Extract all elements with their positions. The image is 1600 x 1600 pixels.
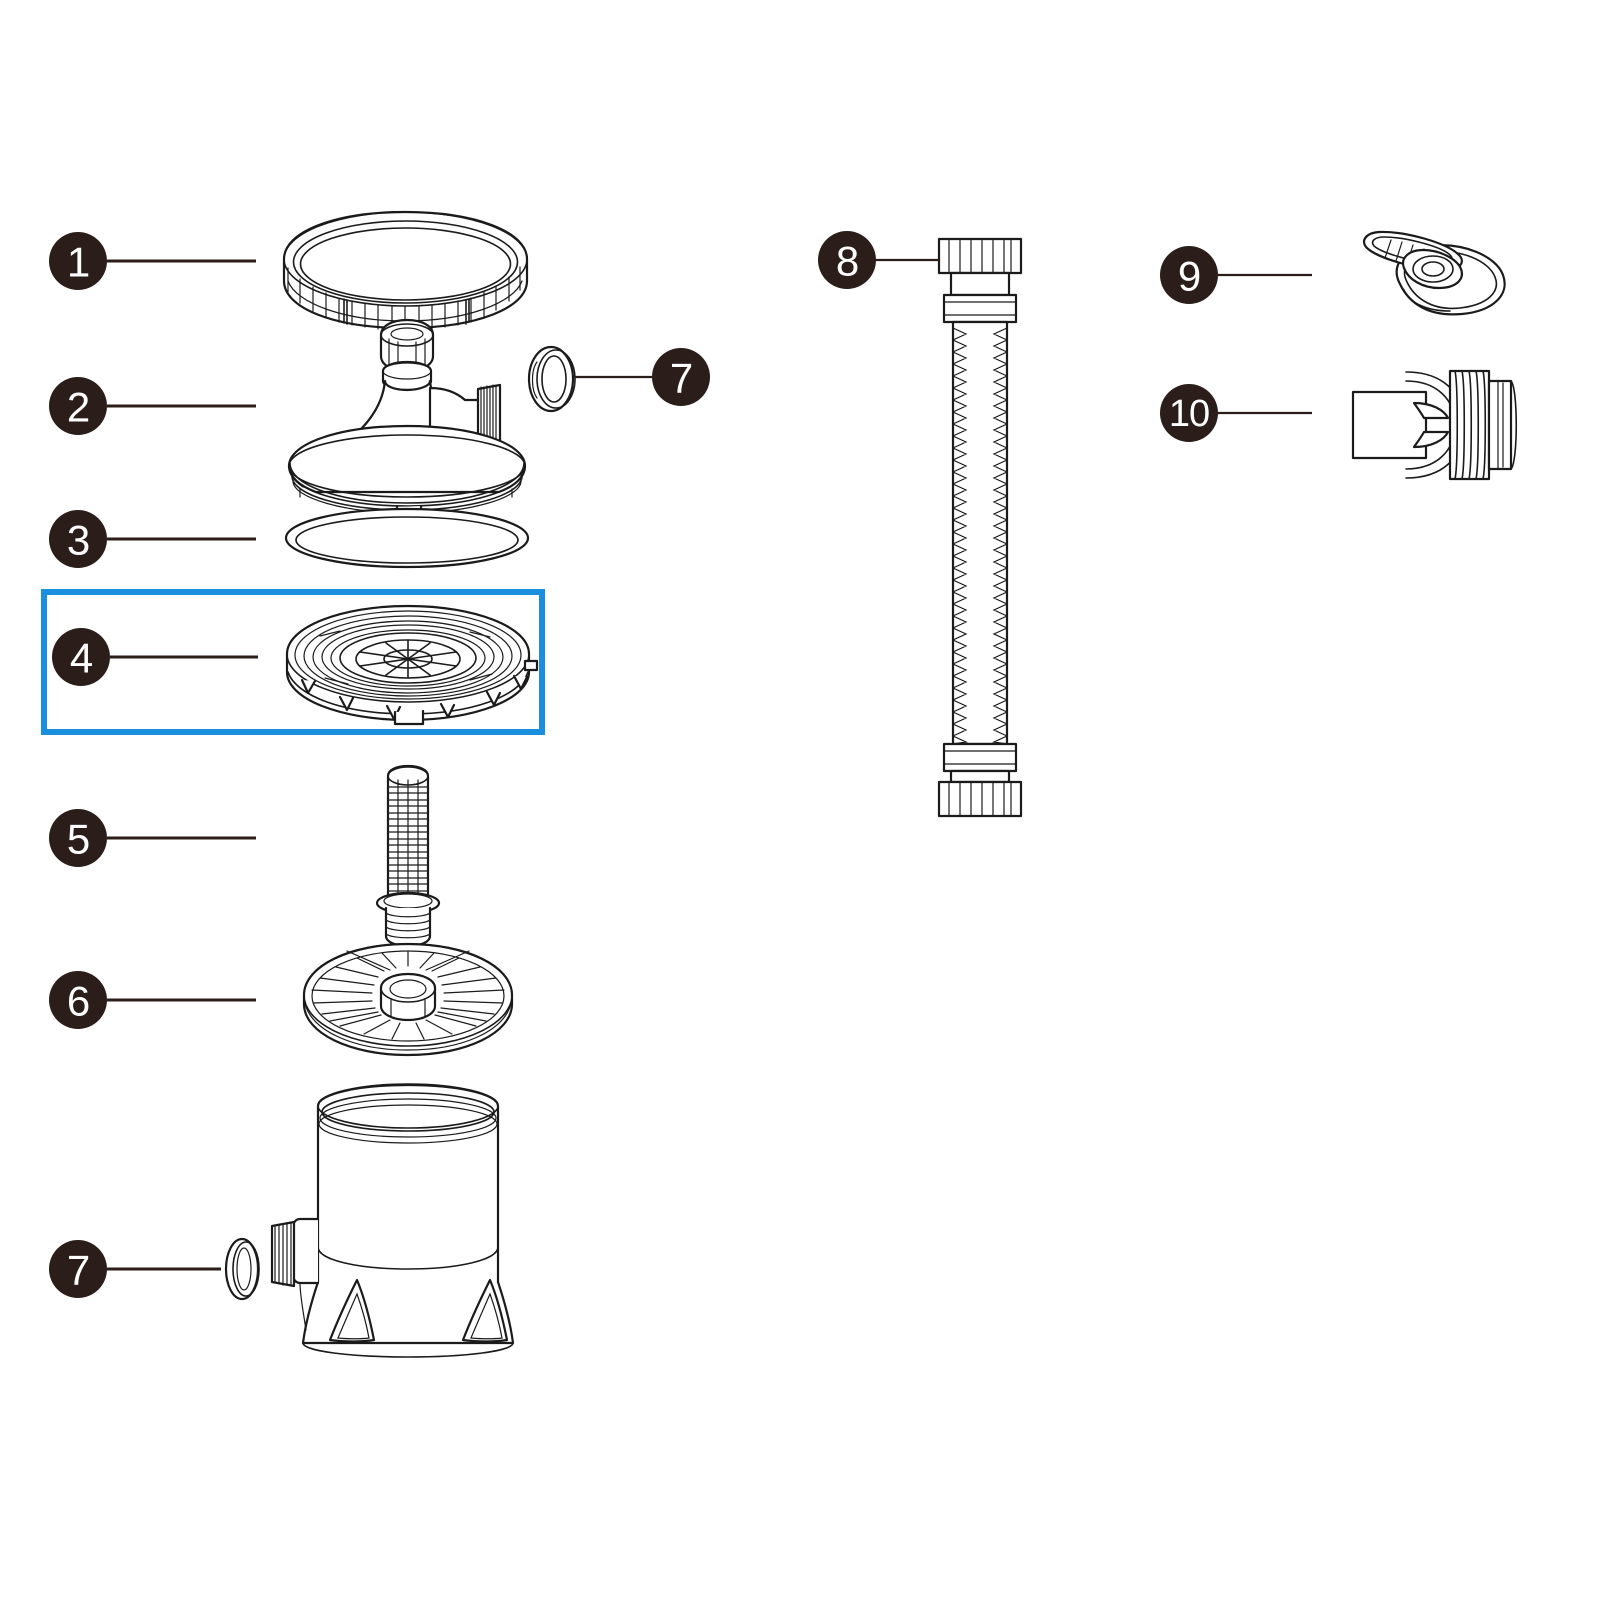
part-5-threaded-strainer-standpipe — [375, 764, 441, 948]
callout-bubble-4[interactable]: 4 — [52, 628, 110, 686]
callout-circle-8 — [818, 231, 876, 289]
callout-label-6: 6 — [67, 978, 89, 1025]
part-4-filter-diffuser-grid-plate — [285, 604, 539, 726]
callout-label-9: 9 — [1178, 253, 1200, 300]
callout-bubble-6[interactable]: 6 — [49, 971, 107, 1029]
part-1-threaded-locking-collar-ring — [282, 210, 529, 331]
callout-circle-6 — [49, 971, 107, 1029]
callout-bubble-7a[interactable]: 7 — [652, 348, 710, 406]
callout-bubble-5[interactable]: 5 — [49, 809, 107, 867]
part-2-filter-housing-lid-with-air-valve — [287, 318, 527, 519]
callout-circle-7b — [49, 1240, 107, 1298]
callout-label-10: 10 — [1169, 393, 1209, 435]
callout-bubble-10[interactable]: 10 — [1160, 384, 1218, 442]
callout-label-7b: 7 — [67, 1247, 89, 1294]
part-10-threaded-strainer-inlet-fitting — [1351, 369, 1518, 481]
part-filter-tank-body-with-legs — [270, 1083, 515, 1358]
callout-label-2: 2 — [67, 384, 89, 431]
callout-bubbles-group: 1 2 3 4 5 6 7 7 8 9 10 — [49, 231, 1218, 1298]
callout-bubble-9[interactable]: 9 — [1160, 246, 1218, 304]
callout-label-7a: 7 — [670, 355, 692, 402]
part-7-o-ring-seal-top — [527, 345, 576, 413]
callout-circle-4 — [52, 628, 110, 686]
callout-circle-2 — [49, 377, 107, 435]
callout-circle-10 — [1160, 384, 1218, 442]
highlight-box-item-4 — [41, 589, 545, 735]
callout-bubble-7b[interactable]: 7 — [49, 1240, 107, 1298]
leader-lines-group — [107, 258, 1312, 1271]
callout-label-8: 8 — [836, 238, 858, 285]
callout-circle-3 — [49, 510, 107, 568]
part-9-hose-clamp-with-lever — [1363, 230, 1506, 316]
part-8-corrugated-flexible-hose — [937, 237, 1023, 818]
callout-circle-9 — [1160, 246, 1218, 304]
callout-circle-5 — [49, 809, 107, 867]
callout-label-5: 5 — [67, 816, 89, 863]
callout-label-1: 1 — [67, 239, 89, 286]
callout-label-3: 3 — [67, 517, 89, 564]
callout-bubble-1[interactable]: 1 — [49, 232, 107, 290]
callout-bubble-3[interactable]: 3 — [49, 510, 107, 568]
part-7-o-ring-seal-bottom — [224, 1237, 260, 1301]
callout-label-4: 4 — [70, 635, 93, 682]
part-6-ribbed-base-disc — [302, 942, 514, 1057]
part-3-large-flat-gasket-ring — [284, 507, 530, 569]
callout-circle-7a — [652, 348, 710, 406]
callout-bubble-8[interactable]: 8 — [818, 231, 876, 289]
callout-bubble-2[interactable]: 2 — [49, 377, 107, 435]
callout-circle-1 — [49, 232, 107, 290]
